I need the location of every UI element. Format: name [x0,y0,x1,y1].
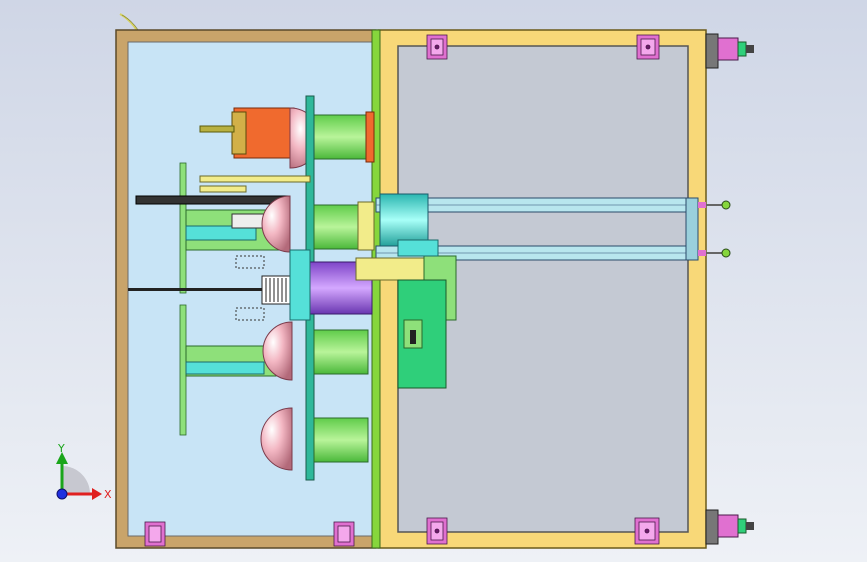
divider-strip [371,29,381,549]
gear-stack [261,275,293,305]
bracket-top-right [636,34,660,60]
bracket-bottom-left [426,517,448,545]
cyan-block [289,249,311,321]
y-axis-label: Y [57,442,65,455]
bracket-top-left [426,34,448,60]
bracket-bottom-right [634,517,660,545]
bracket-left-bottom-1 [144,521,166,547]
frame-brackets [144,34,660,547]
dashed-box-2 [235,307,265,321]
motor-bottom-right [705,509,754,545]
top-assembly [199,107,375,169]
top-plate [135,195,289,205]
yellow-rail-2 [199,185,247,193]
second-row-assembly [185,195,375,253]
motor-top-right [705,33,754,69]
fourth-row-assembly [260,407,369,471]
yellow-rail-1 [199,175,311,183]
right-frame [377,29,707,549]
bracket-left-bottom-2 [333,521,355,547]
x-axis-label: X [104,488,112,501]
coordinate-triad: Y X [56,442,112,501]
dashed-box-1 [235,255,265,269]
horizontal-shaft [128,288,308,291]
third-row-assembly [185,321,369,381]
linear-rails [375,197,731,261]
carriage-motor [355,193,457,389]
